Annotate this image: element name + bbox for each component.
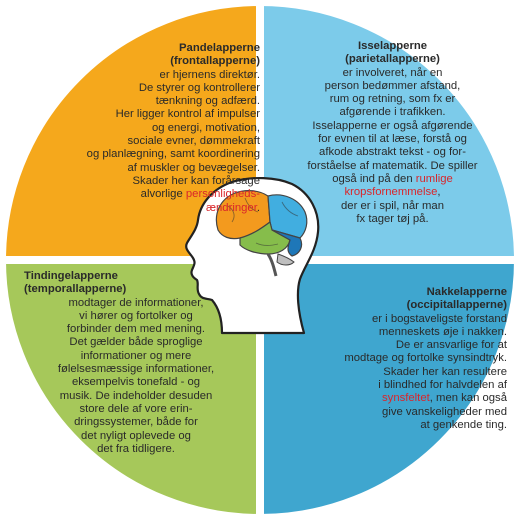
parietal-line: forståelse af matematik. De spiller bbox=[307, 159, 478, 172]
temporal-line: det fra tidligere. bbox=[97, 442, 175, 455]
frontal-line-highlight-end: ændringer. bbox=[20, 202, 260, 215]
parietal-line: for evnen til at læse, forstå og bbox=[318, 133, 467, 146]
temporal-title: Tindingelapperne bbox=[24, 270, 118, 282]
temporal-line: Det gælder både sproglige bbox=[69, 336, 203, 349]
occipital-lobe-text: Nakkelapperne (occipitallapperne) er i b… bbox=[262, 286, 507, 432]
temporal-line: eksempelvis tonefald - og bbox=[71, 376, 201, 389]
quadrant-occipital bbox=[260, 260, 515, 515]
parietal-line-highlight: også ind på den rumlige bbox=[275, 173, 510, 186]
frontal-lobe-text: Pandelapperne (frontallapperne) er hjern… bbox=[20, 42, 260, 215]
frontal-tail: . bbox=[256, 201, 260, 214]
brain-occipital-lobe bbox=[271, 229, 303, 257]
brain-cerebellum bbox=[276, 253, 295, 266]
occipital-line: i blindhed for halvdelen af bbox=[378, 379, 507, 392]
frontal-line: og energi, motivation, bbox=[151, 121, 260, 134]
wheel-outline bbox=[4, 4, 516, 516]
frontal-line: De styrer og kontrollerer bbox=[138, 81, 260, 94]
temporal-line: informationer og mere bbox=[80, 349, 192, 362]
frontal-line: af muskler og bevægelser. bbox=[127, 161, 261, 174]
frontal-line: sociale evner, dømmekraft bbox=[127, 135, 260, 148]
parietal-highlight-body-sense: kropsfornemmelse bbox=[344, 186, 438, 199]
frontal-line: er hjernens direktør. bbox=[159, 68, 260, 81]
quadrant-frontal bbox=[5, 5, 260, 260]
frontal-subtitle: (frontallapperne) bbox=[170, 55, 260, 68]
temporal-line: dringssystemer, både for bbox=[74, 416, 198, 429]
frontal-title: Pandelapperne bbox=[179, 42, 260, 54]
frontal-line-highlight: alvorlige personligheds- bbox=[20, 188, 260, 201]
parietal-line: fx tager tøj på. bbox=[356, 212, 429, 225]
parietal-line: person bedømmer afstand, bbox=[324, 79, 461, 92]
parietal-line-highlight-end: kropsfornemmelse, bbox=[275, 186, 510, 199]
temporal-line: modtager de informationer, bbox=[68, 296, 204, 309]
temporal-subtitle: (temporallapperne) bbox=[24, 283, 127, 296]
temporal-line: det nyligt oplevede og bbox=[81, 429, 191, 442]
temporal-line: musik. De indeholder desuden bbox=[59, 389, 213, 402]
frontal-line-text: alvorlige bbox=[140, 188, 183, 201]
parietal-highlight-spatial: rumlige bbox=[415, 172, 453, 185]
parietal-line-text: også ind på den bbox=[332, 172, 413, 185]
temporal-lobe-text: Tindingelapperne (temporallapperne) modt… bbox=[16, 270, 256, 456]
frontal-highlight-personality: personligheds- bbox=[185, 188, 260, 201]
brain-temporal-lobe bbox=[239, 220, 291, 255]
occipital-line-text: , men kan også bbox=[429, 392, 507, 405]
head-illustration bbox=[185, 177, 320, 335]
frontal-line: og planlægning, samt koordinering bbox=[86, 148, 260, 161]
parietal-subtitle: (parietallapperne) bbox=[345, 53, 440, 66]
occipital-line: at genkende ting. bbox=[420, 418, 507, 431]
frontal-highlight-changes: ændringer bbox=[205, 201, 257, 214]
brain-stem bbox=[266, 253, 278, 277]
frontal-line: tænkning og adfærd. bbox=[155, 95, 260, 108]
parietal-line: er involveret, når en bbox=[342, 66, 443, 79]
frontal-line: Skader her kan forårsage bbox=[132, 174, 260, 187]
occipital-line: modtage og fortolke synsindtryk. bbox=[344, 352, 507, 365]
temporal-line: vi hører og fortolker og bbox=[79, 309, 193, 322]
occipital-line: De er ansvarlige for at bbox=[395, 339, 507, 352]
parietal-line: afkode abstrakt tekst - og for- bbox=[319, 146, 466, 159]
quadrant-parietal bbox=[260, 5, 515, 260]
parietal-lobe-text: Isselapperne (parietallapperne) er invol… bbox=[275, 40, 510, 226]
occipital-line: er i bogstaveligste forstand bbox=[371, 312, 507, 325]
occipital-title: Nakkelapperne bbox=[426, 286, 507, 298]
occipital-highlight-visual-field: synsfeltet bbox=[382, 392, 430, 405]
occipital-subtitle: (occipitallapperne) bbox=[406, 299, 507, 312]
brain-sulcus-lines bbox=[227, 197, 299, 246]
occipital-line-highlight: synsfeltet, men kan også bbox=[262, 392, 507, 405]
parietal-title: Isselapperne bbox=[357, 40, 428, 52]
parietal-line: rum og retning, som fx er bbox=[329, 93, 456, 106]
temporal-line: følelsesmæssige informationer, bbox=[57, 363, 215, 376]
parietal-tail: , bbox=[437, 186, 441, 199]
quadrant-temporal bbox=[5, 260, 260, 515]
frontal-line: Her ligger kontrol af impulser bbox=[115, 108, 260, 121]
occipital-line: menneskets øje i nakken. bbox=[378, 325, 507, 338]
occipital-line: give vanskeligheder med bbox=[382, 405, 507, 418]
temporal-line: store dele af vore erin- bbox=[79, 402, 193, 415]
parietal-line: der er i spil, når man bbox=[341, 199, 444, 212]
occipital-line: Skader her kan resultere bbox=[383, 365, 507, 378]
temporal-line: forbinder dem med mening. bbox=[66, 323, 206, 336]
parietal-line: afgørende i trafikken. bbox=[339, 106, 446, 119]
parietal-line: Isselapperne er også afgørende bbox=[312, 119, 473, 132]
